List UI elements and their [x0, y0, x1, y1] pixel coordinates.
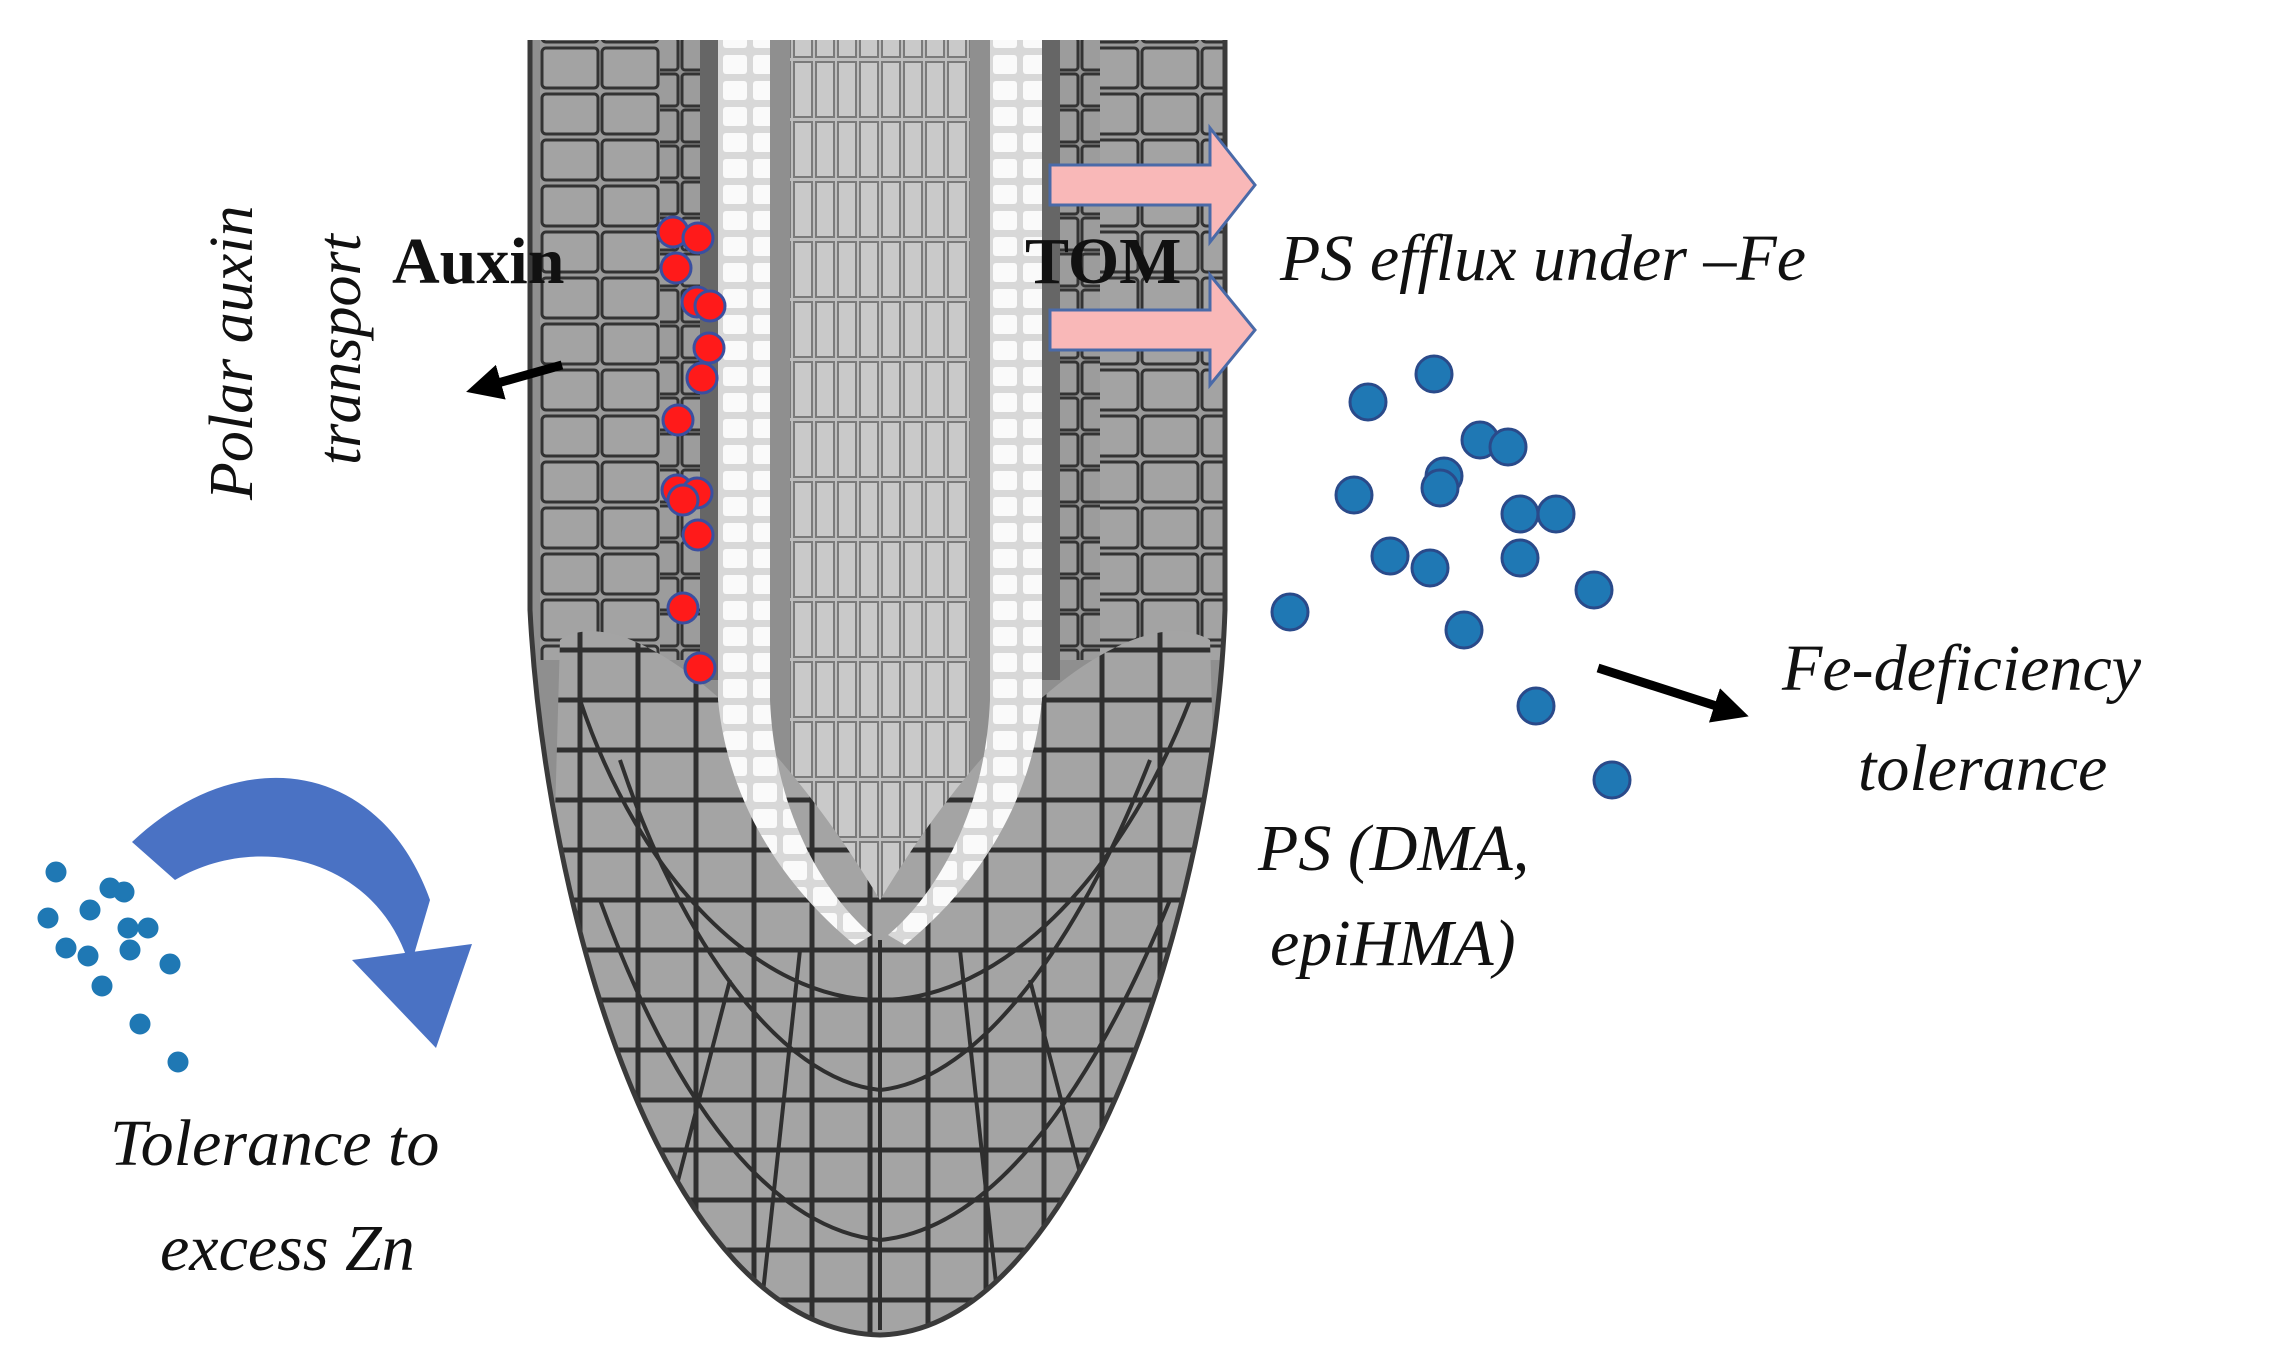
ps-dot [1488, 427, 1528, 467]
fe-deficiency-label-line1: Fe-deficiency [1781, 632, 2142, 705]
ps-dot [1500, 538, 1540, 578]
pink-block-arrow-icon [1048, 270, 1257, 390]
black-arrow-icon [466, 360, 564, 400]
zn-tolerance-label-line1: Tolerance to [110, 1107, 439, 1180]
curved-arrow-icon [132, 777, 472, 1048]
ps-dot [1536, 494, 1576, 534]
auxin-dot [659, 251, 693, 285]
tom-label: TOM [1025, 225, 1181, 298]
pink-block-arrow-icon [1048, 123, 1257, 247]
zn-dot [113, 881, 135, 903]
auxin-dot [681, 221, 715, 255]
zn-dot [117, 917, 139, 939]
auxin-dot [685, 361, 719, 395]
zn-dot [37, 907, 59, 929]
auxin-dot [666, 483, 700, 517]
ps-dot [1414, 354, 1454, 394]
ps-dot [1444, 610, 1484, 650]
ps-dot [1270, 592, 1310, 632]
zn-tolerance-label-line2: excess Zn [160, 1212, 415, 1285]
auxin-dot [693, 289, 727, 323]
auxin-dot [692, 331, 726, 365]
ps-dot [1574, 570, 1614, 610]
zn-dot [119, 939, 141, 961]
ps-compounds-label-line1: PS (DMA, [1257, 812, 1529, 885]
polar-auxin-label-line1: Polar auxin [198, 206, 266, 501]
ps-compounds-label-line2: epiHMA) [1270, 907, 1516, 980]
ps-dots [1270, 354, 1632, 800]
zn-dot [79, 899, 101, 921]
ps-dot [1370, 536, 1410, 576]
auxin-dot [666, 591, 700, 625]
zn-dot [167, 1051, 189, 1073]
ps-dot [1500, 494, 1540, 534]
ps-dot [1420, 468, 1460, 508]
zn-dot [129, 1013, 151, 1035]
auxin-dot [683, 651, 717, 685]
efflux-arrows [1048, 123, 1257, 390]
auxin-label: Auxin [392, 225, 564, 298]
ps-dot [1410, 548, 1450, 588]
black-arrow-icon [1596, 663, 1749, 723]
ps-dot [1516, 686, 1556, 726]
zn-dot [137, 917, 159, 939]
auxin-dots [656, 215, 727, 685]
ps-efflux-label: PS efflux under –Fe [1279, 222, 1806, 295]
fe-deficiency-label-line2: tolerance [1858, 732, 2107, 805]
ps-dot [1348, 382, 1388, 422]
text-labels: Polar auxin transport Auxin TOM PS efflu… [110, 206, 2142, 1285]
auxin-dot [661, 403, 695, 437]
polar-auxin-label-line2: transport [306, 232, 374, 465]
zn-dot [55, 937, 77, 959]
ps-dot [1592, 760, 1632, 800]
zn-dot [91, 975, 113, 997]
ps-dot [1334, 475, 1374, 515]
zn-dots [37, 861, 189, 1073]
zn-dot [159, 953, 181, 975]
auxin-dot [681, 518, 715, 552]
zn-dot [77, 945, 99, 967]
zn-dot [45, 861, 67, 883]
